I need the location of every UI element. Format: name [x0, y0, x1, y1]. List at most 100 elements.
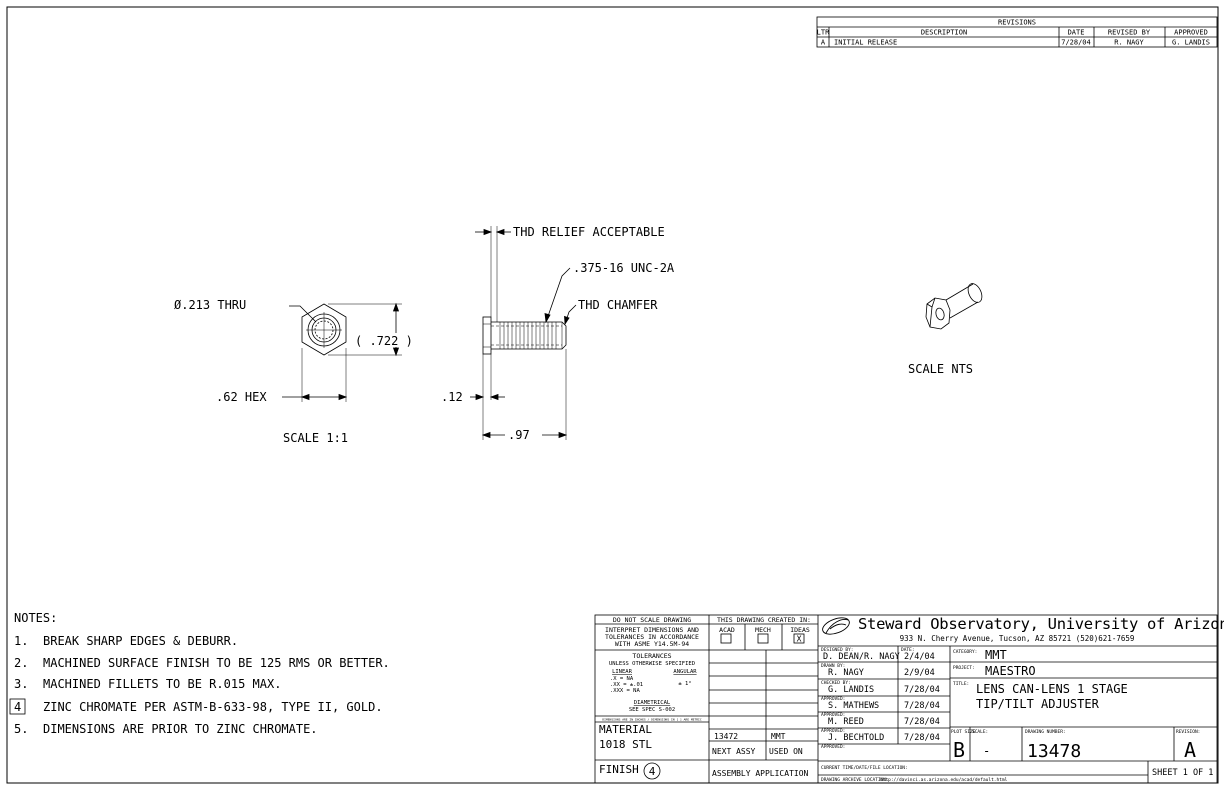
title-block — [594, 614, 1218, 784]
thread-spec-callout: .375-16 UNC-2A — [573, 261, 675, 275]
checked-by-name: G. LANDIS — [828, 685, 874, 695]
overall-length-dim: .97 — [508, 428, 530, 442]
tolerance-angular: ± 1° — [678, 681, 691, 687]
approver-name: M. REED — [828, 717, 864, 727]
note-text: DIMENSIONS ARE PRIOR TO ZINC CHROMATE. — [43, 722, 318, 736]
drawing-number: 13478 — [1027, 741, 1081, 762]
rev-row-revised-by: R. NAGY — [1114, 39, 1144, 47]
rev-row-date: 7/28/04 — [1061, 39, 1091, 47]
approved-label: APPROVED: — [821, 696, 845, 702]
org-name: Steward Observatory, University of Arizo… — [858, 615, 1224, 633]
approved-label: APPROVED: — [821, 712, 845, 718]
note-text: MACHINED SURFACE FINISH TO BE 125 RMS OR… — [43, 656, 390, 670]
drawing-number-label: DRAWING NUMBER: — [1025, 729, 1066, 735]
cad-option-acad: ACAD — [719, 626, 735, 634]
head-thickness-dim: .12 — [441, 390, 463, 404]
drawn-by-label: DRAWN BY: — [821, 663, 845, 669]
rev-row-description: INITIAL RELEASE — [834, 39, 897, 47]
thru-hole-callout: Ø.213 THRU — [174, 298, 246, 312]
note-text: BREAK SHARP EDGES & DEBURR. — [43, 634, 238, 648]
created-in-label: THIS DRAWING CREATED IN: — [717, 616, 811, 624]
iso-view-scale: SCALE NTS — [908, 362, 973, 376]
rev-header-description: DESCRIPTION — [921, 29, 967, 37]
rev-header-date: DATE — [1068, 29, 1085, 37]
finish-note-flag: 4 — [649, 765, 656, 778]
cad-checked-mark: X — [797, 635, 802, 644]
note-text: ZINC CHROMATE PER ASTM-B-633-98, TYPE II… — [43, 700, 383, 714]
revision-letter: A — [1184, 738, 1196, 762]
interpret-line: INTERPRET DIMENSIONS AND — [605, 626, 699, 634]
iso-view — [925, 283, 983, 330]
note-number: 3. — [14, 677, 28, 691]
rev-row-ltr: A — [821, 39, 826, 47]
approver-date: 7/28/04 — [904, 701, 940, 711]
note-number: 1. — [14, 634, 28, 648]
observatory-logo — [822, 617, 850, 635]
note-number: 2. — [14, 656, 28, 670]
material-label: MATERIAL — [599, 723, 652, 736]
tolerance-x: .X = NA — [610, 676, 634, 682]
designed-date: 2/4/04 — [904, 652, 935, 662]
approver-name: J. BECHTOLD — [828, 733, 884, 743]
project-label: PROJECT: — [953, 665, 975, 671]
assembly-application: ASSEMBLY APPLICATION — [712, 769, 809, 778]
thd-relief-callout: THD RELIEF ACCEPTABLE — [513, 225, 665, 239]
rev-header-revised-by: REVISED BY — [1108, 29, 1151, 37]
tolerances-title: TOLERANCES — [632, 652, 671, 660]
revisions-table — [816, 16, 1218, 48]
title-label: TITLE: — [953, 681, 969, 687]
thd-chamfer-callout: THD CHAMFER — [578, 298, 658, 312]
approved-label: APPROVED: — [821, 744, 845, 750]
designed-by-name: D. DEAN/R. NAGY — [823, 652, 900, 662]
org-address: 933 N. Cherry Avenue, Tucson, AZ 85721 (… — [900, 634, 1135, 643]
material-value: 1018 STL — [599, 738, 652, 751]
side-view — [470, 226, 577, 440]
rev-header-approved: APPROVED — [1174, 29, 1208, 37]
front-view-scale: SCALE 1:1 — [283, 431, 348, 445]
approver-date: 7/28/04 — [904, 717, 940, 727]
category-value: MMT — [985, 648, 1007, 662]
archive-label: DRAWING ARCHIVE LOCATION: — [821, 777, 889, 783]
tolerance-xxx: .XXX = NA — [610, 688, 640, 694]
archive-url: http://davinci.as.arizona.edu/acad/defau… — [880, 777, 1008, 783]
diametrical-spec: SEE SPEC S-002 — [629, 707, 675, 713]
diametrical-label: DIAMETRICAL — [634, 700, 671, 706]
cad-option-mech: MECH — [755, 626, 771, 634]
do-not-scale: DO NOT SCALE DRAWING — [613, 616, 691, 624]
date-label: DATE: — [901, 647, 915, 653]
rev-header-ltr: LTR — [817, 29, 830, 37]
scale-value: - — [983, 744, 990, 758]
scale-label: SCALE: — [972, 729, 988, 735]
approved-label: APPROVED: — [821, 728, 845, 734]
notes-heading: NOTES: — [14, 611, 57, 625]
note-text: MACHINED FILLETS TO BE R.015 MAX. — [43, 677, 281, 691]
note-flag-box — [9, 698, 26, 715]
dims-in-inches: DIMENSIONS ARE IN INCHES / DIMENSIONS IN… — [602, 718, 702, 722]
interpret-line: WITH ASME Y14.5M-94 — [615, 640, 689, 648]
hex-size-dim: .62 HEX — [216, 390, 267, 404]
linear-label: LINEAR — [612, 669, 633, 675]
note-number: 4 — [14, 700, 21, 714]
tolerance-xx: .XX = ±.01 — [610, 682, 643, 688]
current-time-label: CURRENT TIME/DATE/FILE LOCATION: — [821, 765, 908, 771]
angular-label: ANGULAR — [673, 669, 697, 675]
used-on-value: MMT — [771, 732, 786, 741]
tolerances-sub: UNLESS OTHERWISE SPECIFIED — [609, 661, 695, 667]
next-assy-value: 13472 — [714, 732, 738, 741]
category-label: CATEGORY: — [953, 649, 977, 655]
plot-size-value: B — [953, 738, 965, 762]
note-number: 5. — [14, 722, 28, 736]
title-line-2: TIP/TILT ADJUSTER — [976, 697, 1100, 711]
across-corners-dim: ( .722 ) — [355, 334, 413, 348]
cad-option-ideas: IDEAS — [790, 626, 810, 634]
plot-size-label: PLOT SIZE — [951, 729, 976, 735]
revisions-title: REVISIONS — [998, 19, 1036, 27]
approver-date: 7/28/04 — [904, 733, 940, 743]
title-line-1: LENS CAN-LENS 1 STAGE — [976, 682, 1128, 696]
approver-name: S. MATHEWS — [828, 701, 879, 711]
project-value: MAESTRO — [985, 664, 1036, 678]
interpret-line: TOLERANCES IN ACCORDANCE — [605, 633, 699, 641]
designed-by-label: DESIGNED BY: — [821, 647, 854, 653]
checked-date: 7/28/04 — [904, 685, 940, 695]
